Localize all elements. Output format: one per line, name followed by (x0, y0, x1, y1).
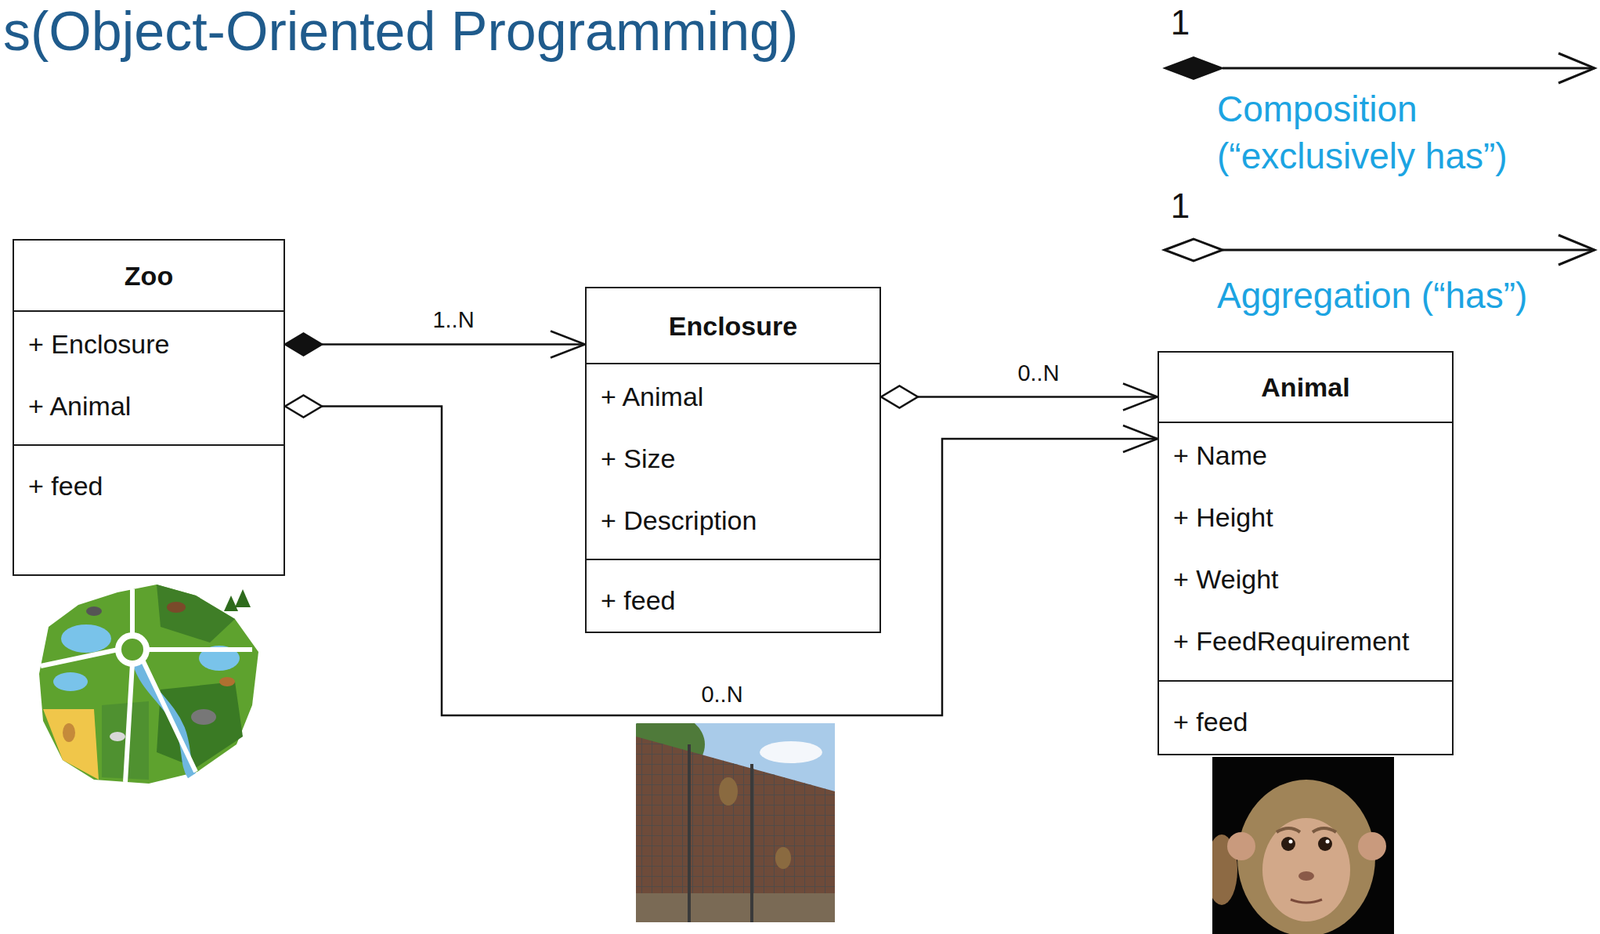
page-title: s(Object-Oriented Programming) (3, 0, 799, 63)
method: + feed (14, 455, 284, 517)
attribute: + Name (1159, 424, 1452, 487)
multiplicity-number: 1 (1170, 3, 1190, 43)
class-box: Enclosure + Animal+ Size+ Description + fe… (585, 286, 882, 633)
composition-diamond (285, 333, 322, 356)
connector-line (917, 395, 1158, 398)
class-name: Enclosure (659, 310, 807, 342)
method-section: + feed (586, 559, 880, 632)
attribute: + Height (1159, 486, 1452, 549)
class-box: Zoo + Enclosure+ Animal + feed (12, 238, 286, 576)
legend-text: Composition (“exclusively has”) (1217, 85, 1546, 180)
method-section: + feed (1159, 681, 1452, 754)
class-header: Animal (1159, 352, 1452, 423)
connector-line (321, 343, 586, 346)
attribute: + Enclosure (14, 313, 284, 376)
attribute: + Animal (14, 375, 284, 438)
attribute: + Description (586, 489, 880, 552)
legend-text: Aggregation (“has”) (1217, 271, 1528, 319)
aggregation-diamond (881, 386, 918, 409)
enclosure-photo (635, 722, 835, 922)
multiplicity-label: 1..N (429, 306, 477, 333)
method-section: + feed (14, 445, 284, 575)
multiplicity-label: 0..N (1014, 359, 1062, 387)
class-header: Zoo (14, 240, 284, 312)
aggregation-connector (881, 383, 1158, 411)
composition-legend-sample (1164, 53, 1595, 84)
class-name: Animal (1251, 371, 1359, 403)
attribute: + Size (586, 427, 880, 490)
aggregation-diamond (285, 395, 322, 418)
open-arrowhead (550, 331, 586, 358)
zoo-map-picture (39, 584, 259, 784)
composition-connector (285, 331, 586, 358)
attribute: + Weight (1159, 548, 1452, 611)
attribute-section: + Name+ Height+ Weight+ FeedRequirement (1159, 422, 1452, 682)
aggregation-legend-sample (1164, 234, 1595, 265)
class-box: Animal + Name+ Height+ Weight+ FeedRequir… (1157, 350, 1454, 755)
method: + feed (586, 569, 880, 632)
open-arrowhead (1123, 425, 1158, 452)
open-arrowhead (1123, 383, 1158, 411)
attribute: + Animal (586, 365, 880, 428)
attribute-section: + Animal+ Size+ Description (586, 364, 880, 560)
attribute-section: + Enclosure+ Animal (14, 311, 284, 446)
attribute: + FeedRequirement (1159, 610, 1452, 672)
monkey-photo (1212, 756, 1395, 934)
multiplicity-number: 1 (1170, 186, 1190, 226)
class-name: Zoo (115, 260, 183, 292)
method: + feed (1159, 690, 1452, 753)
multiplicity-label: 0..N (697, 680, 746, 708)
class-header: Enclosure (586, 288, 880, 365)
